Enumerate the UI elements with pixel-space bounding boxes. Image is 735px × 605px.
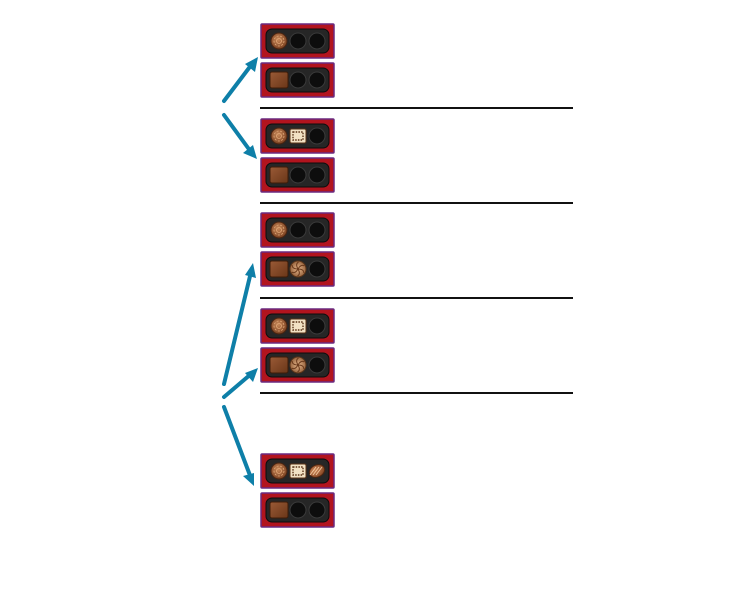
arrow-up bbox=[222, 57, 258, 103]
empty-well bbox=[308, 127, 326, 145]
arrow-up-long bbox=[222, 263, 256, 386]
empty-well bbox=[308, 32, 326, 50]
chocolate-box bbox=[260, 62, 335, 98]
round-swirl-chocolate bbox=[270, 462, 288, 480]
empty-well bbox=[308, 260, 326, 278]
empty-well bbox=[308, 501, 326, 519]
white-frame-chocolate bbox=[289, 318, 307, 334]
white-frame-chocolate bbox=[289, 463, 307, 479]
empty-well bbox=[289, 166, 307, 184]
boxes-layer bbox=[260, 23, 335, 528]
square-chocolate bbox=[269, 501, 289, 519]
pinwheel-chocolate bbox=[289, 260, 307, 278]
chocolate-box bbox=[260, 118, 335, 154]
empty-well bbox=[308, 317, 326, 335]
round-swirl-chocolate bbox=[270, 221, 288, 239]
square-chocolate bbox=[269, 356, 289, 374]
arrow-up-short bbox=[222, 368, 258, 399]
white-frame-chocolate bbox=[289, 128, 307, 144]
chocolate-box bbox=[260, 23, 335, 59]
empty-well bbox=[289, 71, 307, 89]
square-chocolate bbox=[269, 166, 289, 184]
arrow-down bbox=[222, 113, 257, 159]
empty-well bbox=[289, 501, 307, 519]
round-swirl-chocolate bbox=[270, 32, 288, 50]
chocolate-box bbox=[260, 347, 335, 383]
square-chocolate bbox=[269, 71, 289, 89]
pinwheel-chocolate bbox=[289, 356, 307, 374]
empty-well bbox=[308, 71, 326, 89]
chocolate-box bbox=[260, 212, 335, 248]
striped-oval-chocolate bbox=[308, 464, 326, 478]
chocolate-box bbox=[260, 453, 335, 489]
chocolate-box bbox=[260, 308, 335, 344]
empty-well bbox=[289, 221, 307, 239]
chocolate-box bbox=[260, 251, 335, 287]
chocolate-box bbox=[260, 157, 335, 193]
chocolate-box bbox=[260, 492, 335, 528]
round-swirl-chocolate bbox=[270, 127, 288, 145]
round-swirl-chocolate bbox=[270, 317, 288, 335]
empty-well bbox=[289, 32, 307, 50]
empty-well bbox=[308, 166, 326, 184]
square-chocolate bbox=[269, 260, 289, 278]
arrow-down-long bbox=[222, 405, 254, 486]
empty-well bbox=[308, 221, 326, 239]
empty-well bbox=[308, 356, 326, 374]
